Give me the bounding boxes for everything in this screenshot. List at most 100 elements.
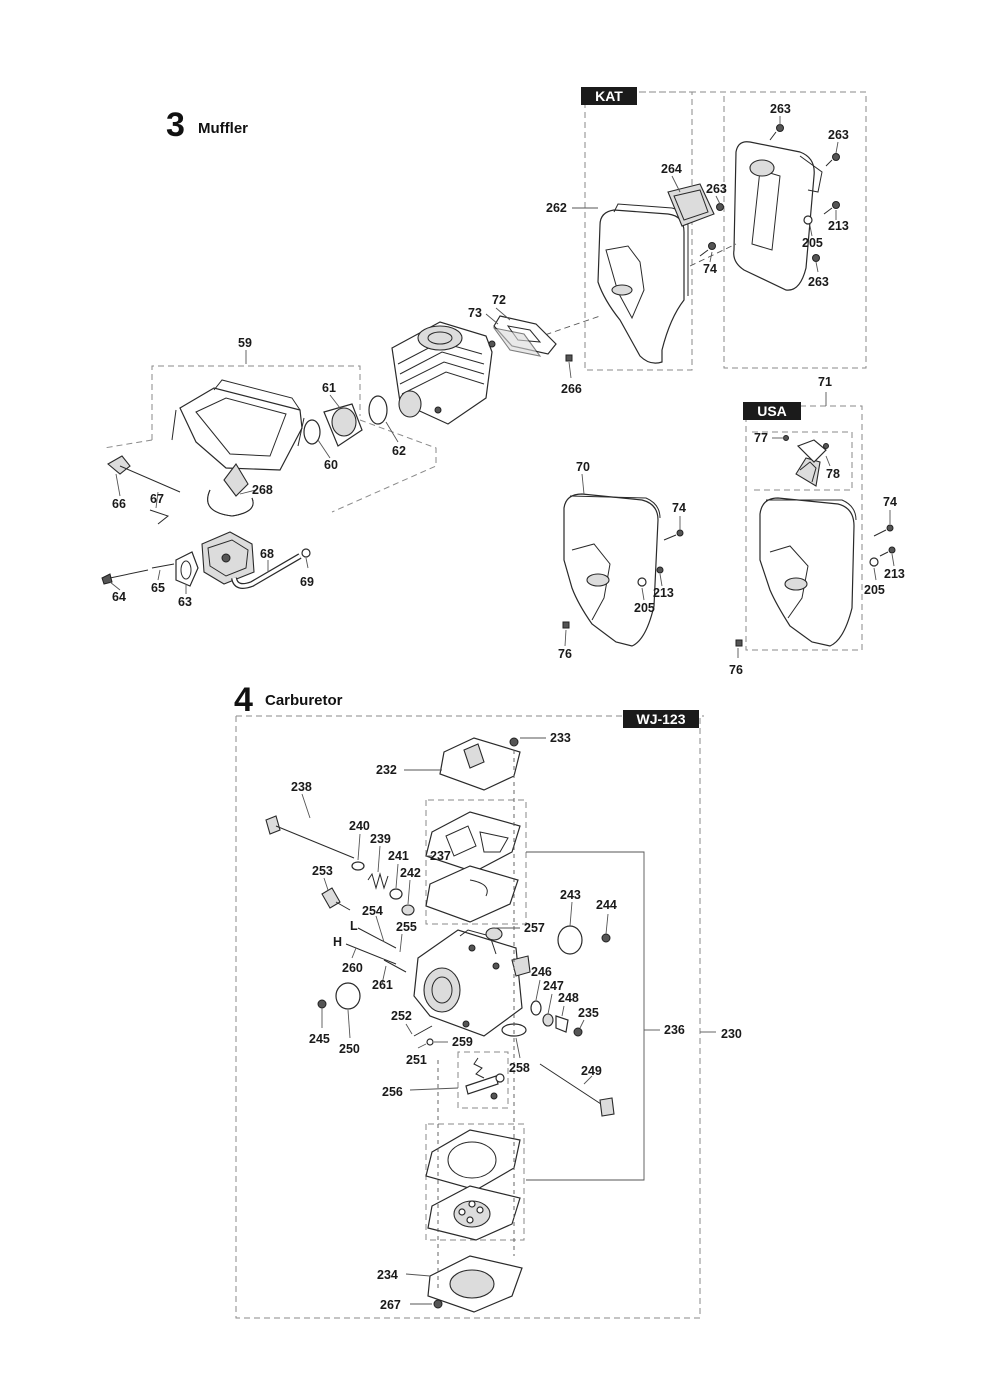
intake-dashed-box	[103, 365, 437, 513]
callout: 76	[558, 647, 572, 661]
callout: 74	[672, 501, 686, 515]
callout: 71	[818, 375, 832, 389]
callout: 78	[826, 467, 840, 481]
section-3-title: Muffler	[198, 120, 248, 137]
callout: 257	[524, 921, 545, 935]
choke-shaft	[539, 1063, 615, 1117]
callout: 68	[260, 547, 274, 561]
callout: 60	[324, 458, 338, 472]
kat-tag: KAT	[581, 87, 637, 105]
callout: 248	[558, 991, 579, 1005]
kat-screws	[565, 124, 840, 362]
callout: 263	[770, 102, 791, 116]
callout: 255	[396, 920, 417, 934]
callout: 62	[392, 444, 406, 458]
callout: 263	[828, 128, 849, 142]
callout: 74	[703, 262, 717, 276]
callout: 233	[550, 731, 571, 745]
callout: 249	[581, 1064, 602, 1078]
inlet-needle-group	[409, 1051, 509, 1109]
callout: 63	[178, 595, 192, 609]
callout: 213	[884, 567, 905, 581]
callout: 205	[864, 583, 885, 597]
callout: 253	[312, 864, 333, 878]
callout: 241	[388, 849, 409, 863]
callout: 247	[543, 979, 564, 993]
callout: 70	[576, 460, 590, 474]
callout: 240	[349, 819, 370, 833]
callout: 266	[561, 382, 582, 396]
callout: 232	[376, 763, 397, 777]
callout: 64	[112, 590, 126, 604]
callout-labels: 262 263 263 264 263 213 205 74 263 72 73…	[112, 102, 905, 1312]
metering-cover	[405, 742, 523, 1313]
callout: 73	[468, 306, 482, 320]
throttle-spring-parts	[367, 845, 415, 916]
callout: 236	[664, 1023, 685, 1037]
callout: 259	[452, 1035, 473, 1049]
carburetor-intake-housing	[171, 379, 305, 497]
pump-cover	[439, 737, 521, 791]
callout: 235	[578, 1006, 599, 1020]
pump-leader-lines	[404, 737, 546, 857]
callout: 77	[754, 431, 768, 445]
callout: 65	[151, 581, 165, 595]
callout: 260	[342, 961, 363, 975]
standard-muffler-body	[562, 473, 684, 647]
kat-leader-lines	[535, 116, 839, 379]
callout: 237	[430, 849, 451, 863]
carb-gasket	[175, 551, 199, 587]
kit-bracket-lines	[526, 851, 716, 1181]
throttle-rod	[107, 455, 181, 525]
callout: 245	[309, 1032, 330, 1046]
section-4-number: 4	[234, 681, 253, 719]
muffler-gasket	[492, 315, 557, 357]
callout: 256	[382, 1085, 403, 1099]
throttle-plate	[317, 982, 361, 1039]
callout: 230	[721, 1027, 742, 1041]
catalyst-screen	[667, 183, 715, 227]
callout: 72	[492, 293, 506, 307]
usa-variant-box	[745, 392, 863, 651]
usa-tag: USA	[743, 402, 801, 420]
callout: 205	[634, 601, 655, 615]
carb-model-tag: WJ-123	[623, 710, 699, 728]
callout: 213	[653, 586, 674, 600]
callout: 244	[596, 898, 617, 912]
intake-flange	[303, 390, 422, 447]
callout: 66	[112, 497, 126, 511]
section-4-title: Carburetor	[265, 692, 343, 709]
adjustment-needles	[321, 877, 407, 985]
callout: 76	[729, 663, 743, 677]
callout: 246	[531, 965, 552, 979]
callout: 234	[377, 1268, 398, 1282]
carburetor-assembly-small	[201, 531, 255, 585]
kat-variant-box	[584, 91, 867, 371]
carburetor-body	[413, 927, 531, 1037]
callout: 267	[380, 1298, 401, 1312]
intake-leader-lines	[109, 307, 511, 594]
callout: 258	[509, 1061, 530, 1075]
callout: L	[350, 919, 358, 933]
callout: 238	[291, 780, 312, 794]
callout: 243	[560, 888, 581, 902]
callout: 261	[372, 978, 393, 992]
callout: 61	[322, 381, 336, 395]
fuel-line	[231, 548, 311, 589]
carb-bolts	[101, 563, 175, 585]
callout: 254	[362, 904, 383, 918]
choke-shaft-parts	[530, 979, 585, 1037]
callout: 251	[406, 1053, 427, 1067]
callout: 69	[300, 575, 314, 589]
callout: H	[333, 935, 342, 949]
choke-plate	[557, 901, 611, 955]
impulse-hose	[207, 489, 254, 517]
callout: 239	[370, 832, 391, 846]
callout: 268	[252, 483, 273, 497]
callout: 263	[808, 275, 829, 289]
callout: 264	[661, 162, 682, 176]
callout: 242	[400, 866, 421, 880]
metering-diaphragm-group	[425, 1123, 525, 1241]
section-3-number: 3	[166, 106, 185, 144]
callout: 262	[546, 201, 567, 215]
